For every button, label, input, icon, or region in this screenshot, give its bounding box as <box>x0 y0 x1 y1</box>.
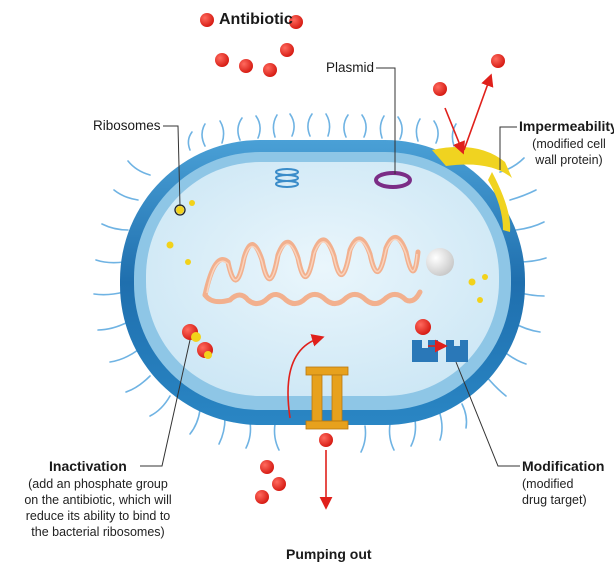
modification-title: Modification <box>522 458 604 474</box>
modification-description: (modified drug target) <box>522 476 587 508</box>
inactivation-line-4: the bacterial ribosomes) <box>0 524 196 540</box>
antibiotic-molecule <box>433 82 447 96</box>
deflect-arrow-out <box>464 78 490 150</box>
inactivation-line-1: (add an phosphate group <box>0 476 196 492</box>
phosphate-group-2 <box>204 351 212 359</box>
antibiotic-molecule <box>280 43 294 57</box>
antibiotic-molecule-legend <box>200 13 214 27</box>
antibiotic-molecule <box>255 490 269 504</box>
modification-line-1: (modified <box>522 476 587 492</box>
antibiotic-molecule <box>215 53 229 67</box>
inactivation-title: Inactivation <box>49 458 127 474</box>
blocked-antibiotic <box>415 319 431 335</box>
antibiotic-molecule <box>260 460 274 474</box>
antibiotic-molecule <box>491 54 505 68</box>
storage-granule <box>426 248 454 276</box>
inactivation-description: (add an phosphate group on the antibioti… <box>0 476 196 540</box>
phosphate-group <box>191 332 201 342</box>
modification-line-2: drug target) <box>522 492 587 508</box>
impermeability-description: (modified cell wall protein) <box>527 136 611 168</box>
impermeability-line-1: (modified cell <box>527 136 611 152</box>
inactivation-line-3: reduce its ability to bind to <box>0 508 196 524</box>
antibiotic-label: Antibiotic <box>219 11 293 29</box>
pumped-antibiotic <box>319 433 333 447</box>
impermeability-line-2: wall protein) <box>527 152 611 168</box>
pumping-out-label: Pumping out <box>286 546 372 562</box>
antibiotic-molecule <box>239 59 253 73</box>
antibiotic-molecule <box>263 63 277 77</box>
impermeability-title: Impermeability <box>519 118 614 134</box>
plasmid-label: Plasmid <box>326 60 374 76</box>
inactivation-line-2: on the antibiotic, which will <box>0 492 196 508</box>
antibiotic-molecule <box>272 477 286 491</box>
ribosomes-label: Ribosomes <box>93 118 161 134</box>
